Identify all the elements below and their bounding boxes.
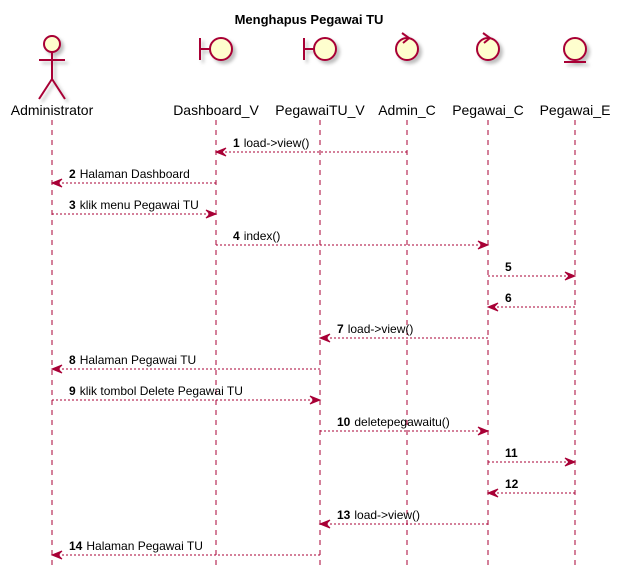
arrowhead-icon (205, 209, 218, 219)
message-number: 13 (337, 508, 351, 522)
entity-icon (563, 37, 587, 63)
message-number: 12 (505, 477, 519, 491)
arrowhead-icon (477, 240, 490, 250)
participant-dash: Dashboard_V (173, 37, 259, 118)
message-label: 1 load->view() (233, 136, 309, 150)
message-text: Halaman Pegawai TU (86, 539, 203, 553)
message-7: 7 load->view() (318, 322, 488, 343)
message-12: 12 (486, 477, 575, 498)
arrowhead-icon (477, 426, 490, 436)
message-number: 8 (69, 353, 76, 367)
arrowhead-icon (214, 147, 227, 157)
participant-label: Administrator (11, 102, 94, 118)
message-text: load->view() (354, 508, 420, 522)
message-label: 2 Halaman Dashboard (69, 167, 190, 181)
control-icon (395, 32, 419, 61)
message-text: load->view() (244, 136, 310, 150)
message-4: 4 index() (216, 229, 490, 250)
message-text: klik menu Pegawai TU (80, 198, 199, 212)
participant-ac: Admin_C (378, 32, 436, 118)
message-number: 3 (69, 198, 76, 212)
participant-ptu: PegawaiTU_V (275, 37, 365, 118)
message-2: 2 Halaman Dashboard (50, 167, 216, 188)
message-number: 4 (233, 229, 240, 243)
message-label: 5 (505, 260, 512, 274)
message-number: 14 (69, 539, 83, 553)
message-text: deletepegawaitu() (354, 415, 449, 429)
arrowhead-icon (486, 302, 499, 312)
diagram-title: Menghapus Pegawai TU (235, 12, 384, 27)
participant-label: Pegawai_C (452, 102, 524, 118)
message-label: 12 (505, 477, 519, 491)
message-label: 8 Halaman Pegawai TU (69, 353, 196, 367)
arrowhead-icon (50, 550, 63, 560)
participant-label: Dashboard_V (173, 102, 259, 118)
message-11: 11 (488, 446, 577, 467)
message-text: Halaman Pegawai TU (80, 353, 197, 367)
message-text: klik tombol Delete Pegawai TU (80, 384, 243, 398)
arrowhead-icon (50, 364, 63, 374)
message-3: 3 klik menu Pegawai TU (52, 198, 218, 219)
arrowhead-icon (318, 519, 331, 529)
message-number: 11 (505, 446, 518, 460)
message-text: index() (244, 229, 281, 243)
message-number: 9 (69, 384, 76, 398)
actor-icon (38, 35, 66, 100)
arrowhead-icon (564, 457, 577, 467)
message-label: 11 (505, 446, 518, 460)
arrowhead-icon (50, 178, 63, 188)
message-number: 7 (337, 322, 344, 336)
participant-admin: Administrator (11, 35, 94, 118)
message-8: 8 Halaman Pegawai TU (50, 353, 320, 374)
message-number: 1 (233, 136, 240, 150)
message-label: 3 klik menu Pegawai TU (69, 198, 199, 212)
message-number: 2 (69, 167, 76, 181)
message-5: 5 (488, 260, 577, 281)
message-label: 4 index() (233, 229, 280, 243)
messages: 1 load->view() 2 Halaman Dashboard 3 klik men… (50, 136, 577, 560)
message-label: 7 load->view() (337, 322, 413, 336)
arrowhead-icon (318, 333, 331, 343)
participant-label: Pegawai_E (540, 102, 611, 118)
arrowhead-icon (564, 271, 577, 281)
message-label: 6 (505, 291, 512, 305)
message-number: 6 (505, 291, 512, 305)
message-text: Halaman Dashboard (80, 167, 190, 181)
arrowhead-icon (486, 488, 499, 498)
message-1: 1 load->view() (214, 136, 407, 157)
participant-label: Admin_C (378, 102, 436, 118)
boundary-icon (303, 37, 337, 61)
boundary-icon (199, 37, 233, 61)
participant-label: PegawaiTU_V (275, 102, 365, 118)
message-label: 9 klik tombol Delete Pegawai TU (69, 384, 243, 398)
message-9: 9 klik tombol Delete Pegawai TU (52, 384, 322, 405)
message-text: load->view() (348, 322, 414, 336)
participants: Administrator Dashboard_V PegawaiTU_V Admin… (11, 32, 611, 118)
participant-pe: Pegawai_E (540, 37, 611, 118)
lifelines (51, 120, 576, 566)
message-number: 10 (337, 415, 351, 429)
message-6: 6 (486, 291, 575, 312)
arrowhead-icon (309, 395, 322, 405)
message-number: 5 (505, 260, 512, 274)
control-icon (476, 32, 500, 61)
participant-pc: Pegawai_C (452, 32, 524, 118)
